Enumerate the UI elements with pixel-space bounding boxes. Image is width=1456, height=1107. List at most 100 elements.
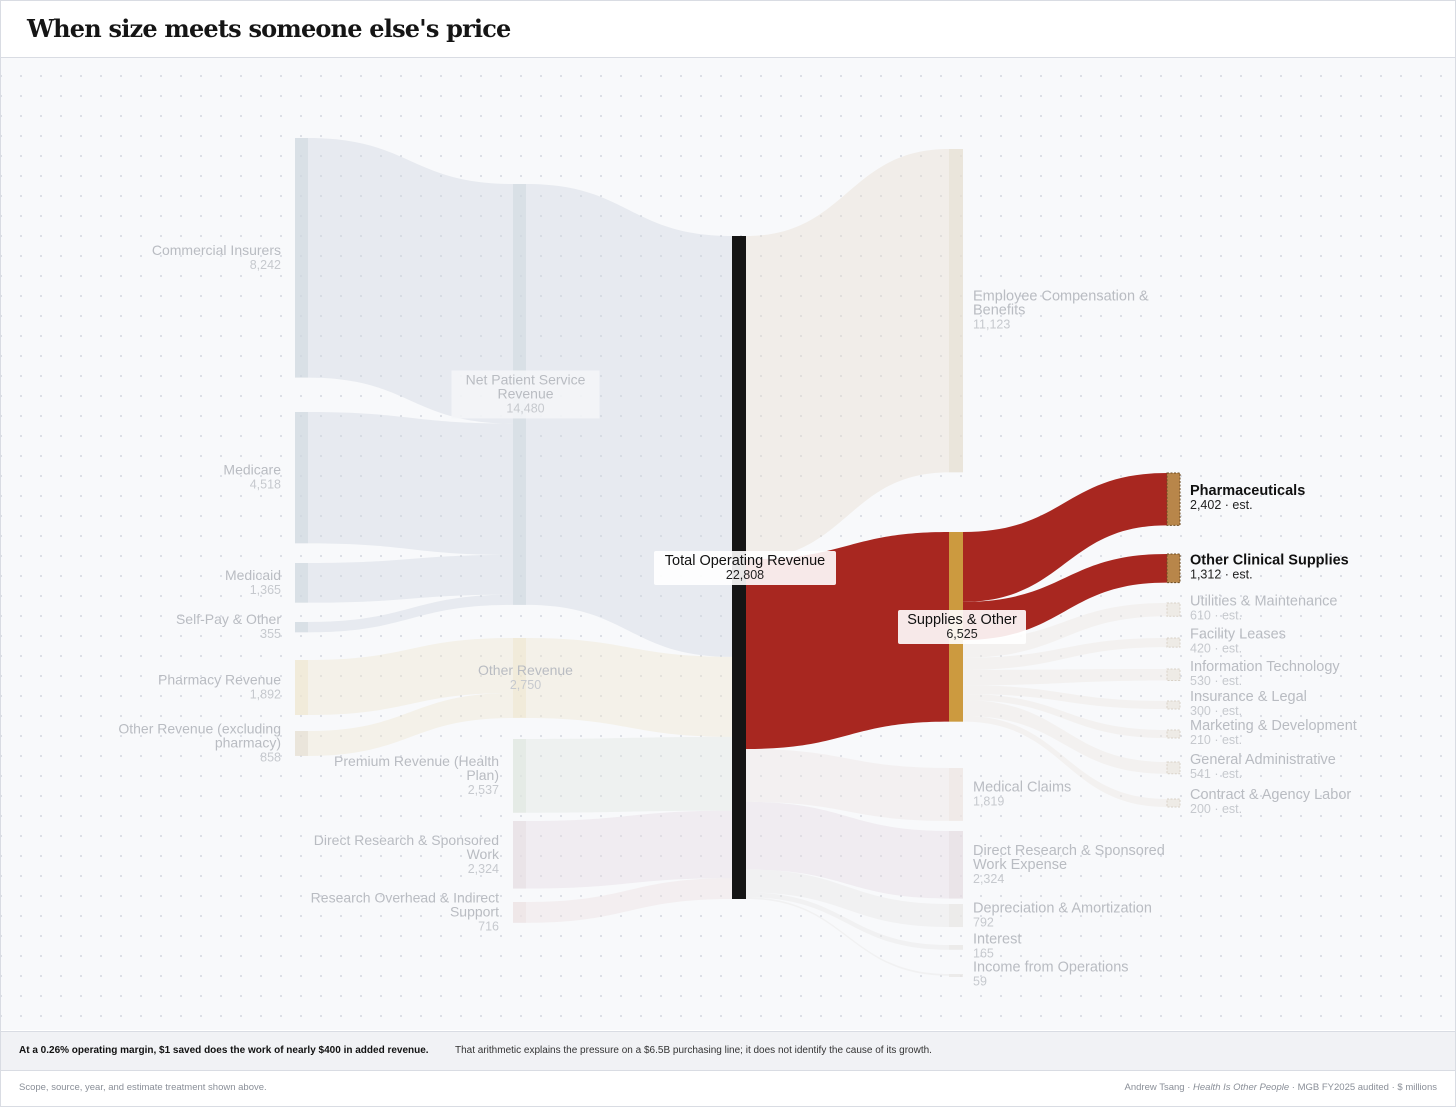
label-backdrop-supplies [898,610,1026,644]
value-research: 2,324 [468,862,499,876]
label-total: Total Operating Revenue [665,553,825,569]
caption-detail: That arithmetic explains the pressure on… [455,1045,932,1056]
flow-otherrevx-to-otherrev [308,692,513,756]
footer-publication: Health Is Other People [1193,1082,1290,1093]
label-research: Work [467,846,500,862]
node-research [513,821,526,889]
node-medicare [295,412,308,544]
node-pharmrev [295,660,308,715]
flow-supplies-to-genadmin [963,700,1167,774]
label-empcomp: Employee Compensation & [973,289,1149,305]
flow-total-to-income [746,897,949,976]
footer-separator: · [1184,1082,1194,1093]
label-contract: Contract & Agency Labor [1190,787,1351,803]
value-supplies: 6,525 [946,627,977,641]
flow-supplies-to-it [963,669,1167,686]
value-clinical: 1,312 · est. [1190,567,1253,581]
flow-commercial-to-npsr [308,138,513,424]
footer-credit: Andrew Tsang · Health Is Other People · … [1125,1082,1437,1093]
value-pharmrev: 1,892 [250,687,281,701]
label-otherrevx: Other Revenue (excluding [118,720,281,736]
caption-lead: At a 0.26% operating margin, $1 saved do… [19,1045,429,1056]
value-contract: 200 · est. [1190,802,1242,816]
label-premium: Premium Revenue (Health [334,753,499,769]
value-genadmin: 541 · est. [1190,767,1242,781]
flow-supplies-to-marketing [963,694,1167,738]
value-total: 22,808 [726,568,764,582]
label-researchexp: Work Expense [973,857,1067,873]
footer-separator: · [1289,1082,1298,1093]
label-leases: Facility Leases [1190,627,1286,643]
node-otherrev [513,638,526,718]
node-medclaims [949,768,963,821]
value-income: 59 [973,975,987,989]
value-leases: 420 · est. [1190,642,1242,656]
label-medicare: Medicare [223,462,281,478]
value-overhead: 716 [478,919,499,933]
value-depr: 792 [973,916,994,930]
value-medicare: 4,518 [250,478,281,492]
label-clinical: Other Clinical Supplies [1190,552,1349,568]
label-pharmrev: Pharmacy Revenue [158,671,281,687]
label-commercial: Commercial Insurers [152,242,281,258]
flow-selfpay-to-npsr [308,594,513,633]
label-insurance: Insurance & Legal [1190,689,1307,705]
label-medicaid: Medicaid [225,567,281,583]
label-backdrop-total [654,551,836,585]
label-otherrevx: pharmacy) [215,734,281,750]
node-depr [949,904,963,928]
value-premium: 2,537 [468,783,499,797]
node-genadmin [1166,761,1181,775]
label-utilities: Utilities & Maintenance [1190,594,1338,610]
flow-total-to-interest [746,892,949,950]
flow-supplies-to-leases [963,638,1167,670]
value-commercial: 8,242 [250,258,281,272]
node-income [949,974,963,977]
node-pharma [1166,472,1181,526]
node-otherrevx [295,731,308,756]
flow-total-to-medclaims [746,749,949,821]
node-premium [513,739,526,813]
footer-units: $ millions [1397,1082,1437,1093]
value-empcomp: 11,123 [973,318,1010,332]
label-depr: Depreciation & Amortization [973,901,1152,917]
flow-medicare-to-npsr [308,412,513,555]
flow-npsr-to-total [526,184,732,657]
flow-total-to-empcomp [746,149,949,560]
sankey-links [308,138,1167,976]
title-bar: When size meets someone else's price [1,1,1455,58]
value-it: 530 · est. [1190,674,1242,688]
footer-separator: · [1388,1082,1398,1093]
label-supplies: Supplies & Other [907,612,1017,628]
node-empcomp [949,149,963,473]
node-contract [1166,798,1181,808]
flow-medicaid-to-npsr [308,554,513,603]
flow-supplies-to-utilities [963,603,1167,658]
node-insurance [1166,700,1181,710]
label-selfpay: Self-Pay & Other [176,611,281,627]
flow-total-to-depr [746,869,949,928]
label-empcomp: Benefits [973,303,1025,319]
sankey-labels: Commercial Insurers8,242Medicare4,518Med… [118,242,1356,989]
node-interest [949,945,963,950]
sankey-nodes [295,138,1181,977]
flow-supplies-to-insurance [963,685,1167,709]
flow-overhead-to-total [526,878,732,923]
node-utilities [1166,602,1181,617]
node-leases [1166,637,1181,648]
label-overhead: Research Overhead & Indirect [311,889,499,905]
flow-research-to-total [526,810,732,889]
label-genadmin: General Administrative [1190,752,1336,768]
chart-title: When size meets someone else's price [27,14,511,43]
label-medclaims: Medical Claims [973,779,1071,795]
value-selfpay: 355 [260,627,281,641]
node-selfpay [295,622,308,633]
label-researchexp: Direct Research & Sponsored [973,843,1165,859]
flow-supplies-to-pharma [963,473,1167,602]
label-interest: Interest [973,931,1021,947]
flow-total-to-supplies [746,532,949,750]
label-backdrop-npsr [451,370,600,419]
node-commercial [295,138,308,378]
value-pharma: 2,402 · est. [1190,498,1253,512]
